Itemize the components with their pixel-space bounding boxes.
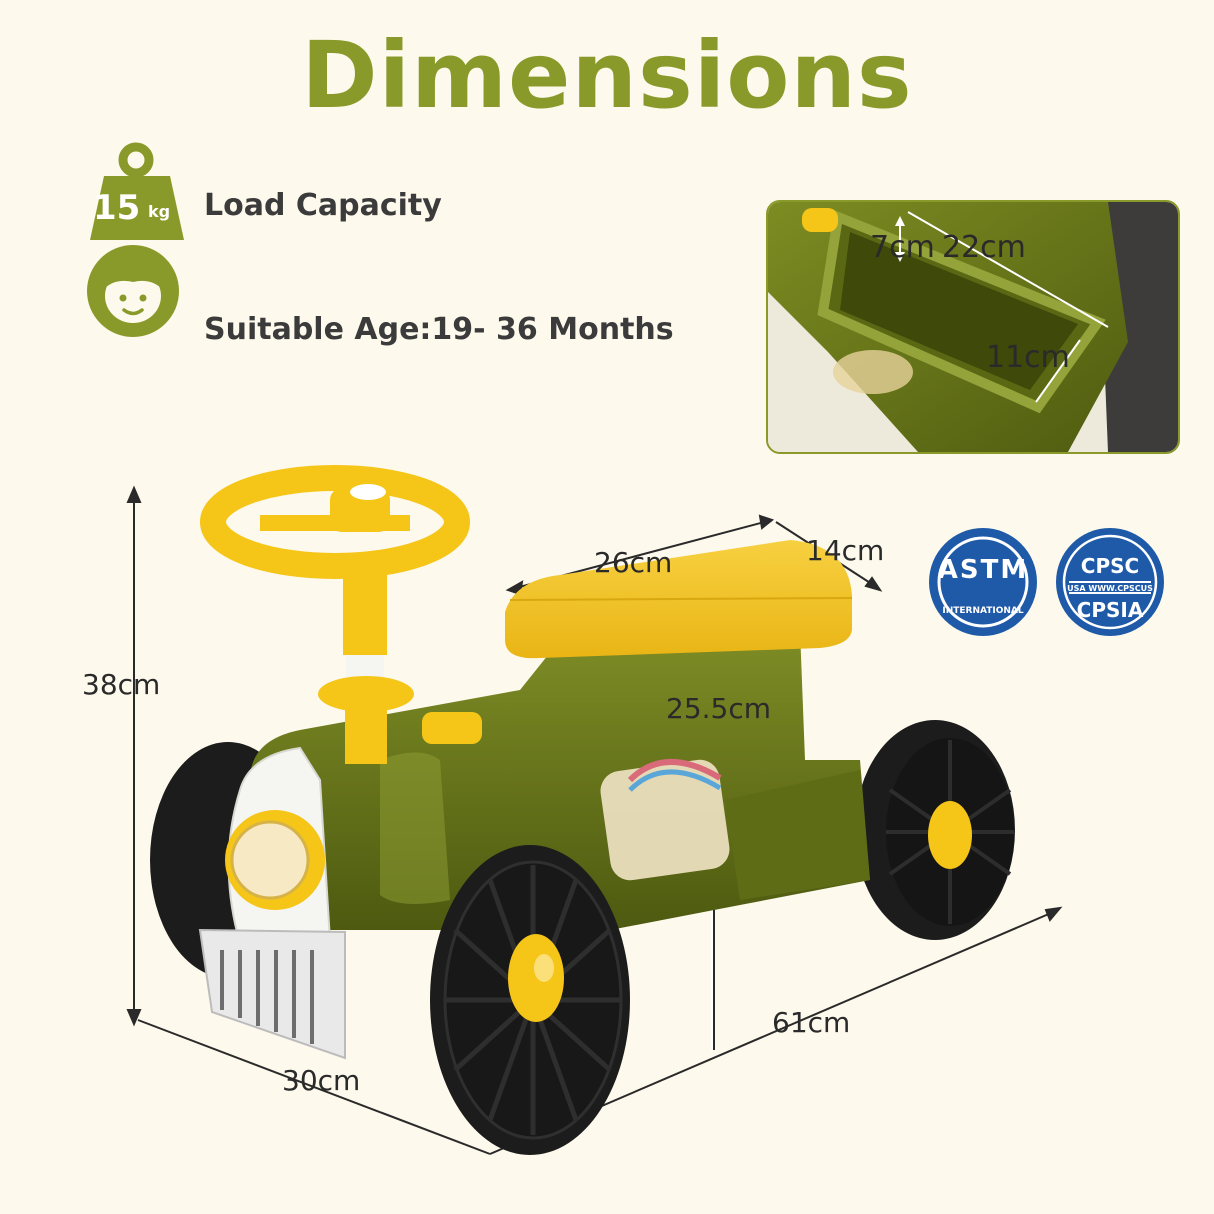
cpsc-badge-middle: USA WWW.CPSCUS [1067,584,1153,593]
seat-width-label: 14cm [806,534,885,567]
cpsc-badge-icon [1056,528,1164,636]
load-capacity-label: Load Capacity [204,188,442,223]
length-label: 61cm [772,1006,851,1039]
storage-depth-label: 7cm [870,230,935,265]
height-label: 38cm [82,668,161,701]
storage-length-label: 22cm [942,230,1026,265]
cpsc-badge-bottom: CPSIA [1076,598,1144,622]
storage-compartment-illustration [768,202,1178,452]
load-capacity-value: 15 [93,188,141,228]
wheel-hub-icon [928,801,972,869]
cpsc-badge-top: CPSC [1080,554,1140,578]
storage-width-label: 11cm [986,340,1070,375]
astm-badge-top: ASTM [937,555,1029,585]
astm-badge-bottom: INTERNATIONAL [942,606,1024,616]
seat-length-label: 26cm [594,546,673,579]
suitable-age-label: Suitable Age:19- 36 Months [204,312,674,347]
astm-badge-icon [929,528,1037,636]
child-face-icon [87,245,179,337]
weight-icon [90,142,184,240]
horn-button-icon [350,484,386,500]
width-label: 30cm [282,1064,361,1097]
storage-dimension-arrows [895,211,1109,403]
page-title: Dimensions [301,22,913,129]
storage-compartment-photo: 7cm 22cm 11cm [766,200,1180,454]
load-capacity-unit: kg [148,202,171,221]
seat-height-label: 25.5cm [666,692,772,725]
